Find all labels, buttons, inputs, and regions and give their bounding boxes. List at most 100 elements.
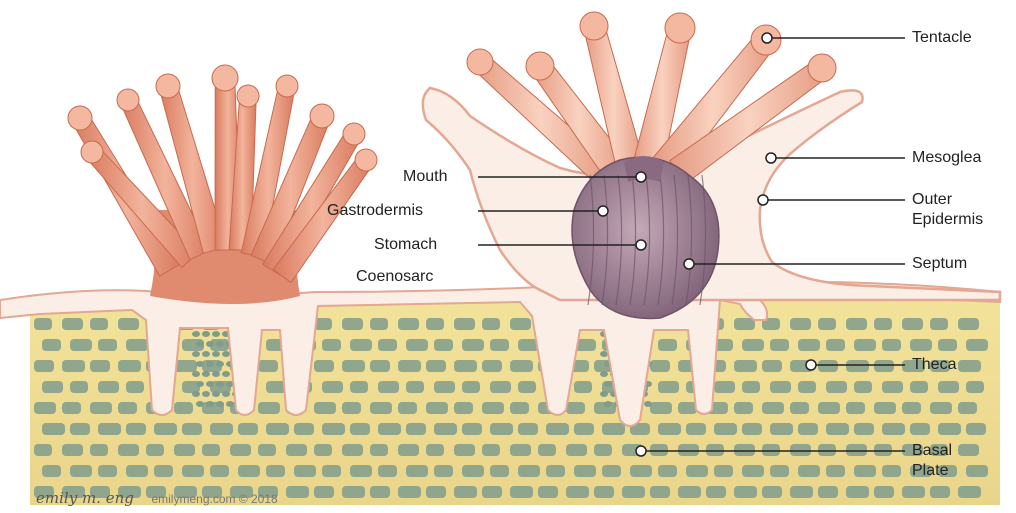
porous-cell <box>196 401 204 407</box>
skeleton-block <box>90 360 110 372</box>
label-basal-plate: Basal Plate <box>912 441 952 481</box>
skeleton-block <box>770 465 789 477</box>
skeleton-block <box>210 423 233 435</box>
skeleton-block <box>98 423 121 435</box>
skeleton-block <box>882 423 905 435</box>
porous-cell <box>222 371 230 377</box>
skeleton-block <box>350 423 370 435</box>
skeleton-block <box>510 318 531 330</box>
skeleton-block <box>490 339 509 351</box>
label-outer-epidermis-line1: Outer <box>912 190 983 210</box>
skeleton-block <box>714 465 733 477</box>
skeleton-block <box>574 423 594 435</box>
left-tentacle-tip <box>276 75 298 97</box>
left-polyp-tentacles <box>68 65 377 282</box>
skeleton-block <box>454 444 475 456</box>
skeleton-block <box>62 318 83 330</box>
skeleton-block <box>790 318 811 330</box>
skeleton-block <box>742 381 760 393</box>
skeleton-block <box>846 318 867 330</box>
dot-basal-plate <box>636 446 646 456</box>
skeleton-block <box>342 318 363 330</box>
skeleton-block <box>314 444 332 456</box>
left-tentacle-tip <box>117 89 139 111</box>
porous-cell <box>202 371 210 377</box>
skeleton-block <box>706 486 726 498</box>
skeleton-block <box>378 381 399 393</box>
skeleton-block <box>398 486 421 498</box>
skeleton-block <box>118 318 139 330</box>
skeleton-block <box>286 486 309 498</box>
porous-cell <box>202 351 210 357</box>
skeleton-block <box>510 402 529 414</box>
dot-gastrodermis <box>598 206 608 216</box>
skeleton-block <box>602 465 621 477</box>
skeleton-block <box>566 402 585 414</box>
skeleton-block <box>258 402 280 414</box>
skeleton-block <box>650 402 672 414</box>
skeleton-block <box>258 444 276 456</box>
skeleton-block <box>790 486 813 498</box>
skeleton-block <box>594 444 612 456</box>
skeleton-block <box>966 465 988 477</box>
skeleton-block <box>378 465 397 477</box>
skeleton-block <box>294 465 316 477</box>
skeleton-block <box>650 360 670 372</box>
skeleton-block <box>398 360 421 372</box>
skeleton-block <box>846 360 869 372</box>
skeleton-block <box>434 339 453 351</box>
dot-outer-epidermis <box>758 195 768 205</box>
skeleton-block <box>538 486 558 498</box>
skeleton-block <box>538 444 556 456</box>
skeleton-block <box>70 339 92 351</box>
right-tentacle-tip <box>526 52 554 80</box>
skeleton-block <box>294 423 314 435</box>
skeleton-block <box>314 486 334 498</box>
skeleton-block <box>742 423 762 435</box>
porous-cell <box>216 341 224 347</box>
skeleton-block <box>846 402 865 414</box>
skeleton-block <box>826 465 845 477</box>
skeleton-block <box>658 381 679 393</box>
skeleton-block <box>630 465 652 477</box>
skeleton-block <box>742 339 764 351</box>
skeleton-block <box>958 486 981 498</box>
skeleton-block <box>854 339 876 351</box>
porous-cell <box>196 381 204 387</box>
skeleton-block <box>34 402 56 414</box>
label-theca: Theca <box>912 355 956 375</box>
skeleton-block <box>266 465 285 477</box>
skeleton-block <box>70 381 88 393</box>
skeleton-block <box>70 465 92 477</box>
label-outer-epidermis-line2: Epidermis <box>912 210 983 230</box>
right-tentacle-tip <box>808 54 836 82</box>
skeleton-block <box>734 486 757 498</box>
skeleton-block <box>118 444 139 456</box>
skeleton-block <box>482 444 500 456</box>
skeleton-block <box>146 444 164 456</box>
skeleton-block <box>378 423 401 435</box>
porous-cell <box>206 401 214 407</box>
dot-theca <box>806 360 816 370</box>
skeleton-block <box>762 402 784 414</box>
skeleton-block <box>902 402 921 414</box>
skeleton-block <box>714 423 737 435</box>
skeleton-block <box>266 423 289 435</box>
porous-cell <box>600 371 608 377</box>
skeleton-block <box>426 444 444 456</box>
skeleton-block <box>322 423 345 435</box>
label-mouth: Mouth <box>403 167 447 187</box>
skeleton-block <box>378 339 397 351</box>
porous-cell <box>192 391 200 397</box>
porous-cell <box>202 391 210 397</box>
skeleton-block <box>798 339 820 351</box>
skeleton-block <box>370 486 390 498</box>
skeleton-block <box>238 423 258 435</box>
skeleton-block <box>182 465 204 477</box>
porous-cell <box>206 381 214 387</box>
dot-stomach <box>636 240 646 250</box>
skeleton-block <box>426 486 446 498</box>
skeleton-block <box>70 423 90 435</box>
skeleton-block <box>658 339 677 351</box>
